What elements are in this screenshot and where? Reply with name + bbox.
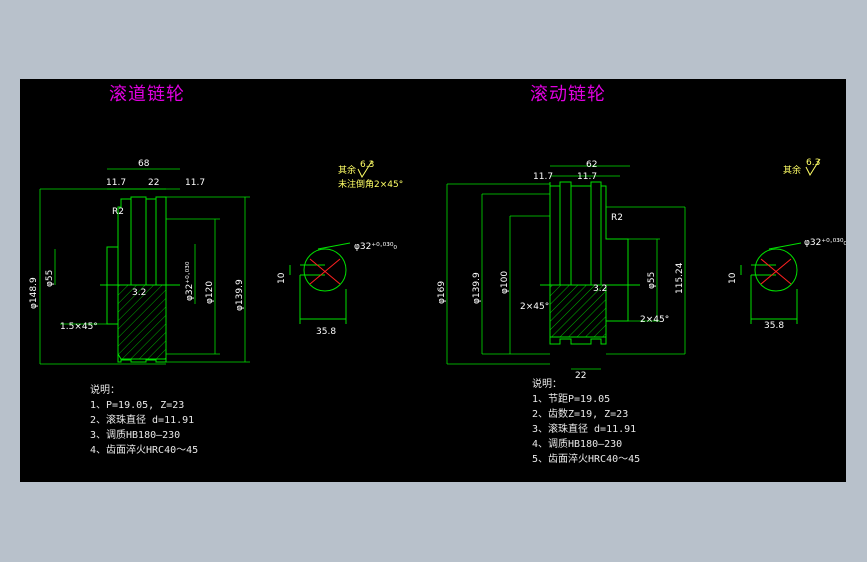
left-dim-hub-l: 11.7 <box>106 178 126 188</box>
left-dim-chamfer: 1.5×45° <box>60 322 98 332</box>
left-finish-value: 6.3 <box>360 160 374 170</box>
left-dim-139: φ139.9 <box>235 279 245 311</box>
right-dim-100: φ100 <box>500 271 510 294</box>
left-dim-hub-r: 11.7 <box>185 178 205 188</box>
left-note-3: 3、调质HB180—230 <box>90 430 181 441</box>
left-finish-note: 其余 <box>338 164 356 176</box>
right-dim-r2: R2 <box>611 213 623 223</box>
left-dim-finish: 3.2 <box>132 288 146 298</box>
right-key-10: 10 <box>728 272 738 284</box>
right-key-bore: φ32⁺⁰·⁰³⁰₀ <box>804 238 846 248</box>
right-title: 滚动链轮 <box>530 84 606 105</box>
left-key-bore: φ32⁺⁰·⁰³⁰₀ <box>354 242 397 252</box>
left-note-4: 4、齿面淬火HRC40～45 <box>90 445 199 456</box>
right-dim-chamfer-l: 2×45° <box>520 302 549 312</box>
right-notes: 说明： 1、节距P=19.05 2、齿数Z=19, Z=23 3、滚珠直径 d=… <box>532 377 640 467</box>
right-dim-bottom: 22 <box>575 371 586 381</box>
left-title: 滚道链轮 <box>109 84 185 105</box>
right-dim-chamfer-r: 2×45° <box>640 315 669 325</box>
cad-drawing: 68 11.7 22 11.7 R2 φ148.9 φ55 φ32⁺⁰·⁰³⁰ … <box>29 158 846 381</box>
right-dim-hub-l: 11.7 <box>533 172 553 182</box>
right-key-35: 35.8 <box>764 321 784 331</box>
left-key-10: 10 <box>277 272 287 284</box>
right-note-5: 5、齿面淬火HRC40～45 <box>532 454 641 465</box>
right-dim-115: 115.24 <box>675 262 685 294</box>
right-note-4: 4、调质HB180—230 <box>532 439 623 450</box>
right-note-3: 3、滚珠直径 d=11.91 <box>532 424 637 435</box>
right-finish-symbol <box>805 158 821 177</box>
left-key-view <box>289 242 351 324</box>
right-note-2: 2、齿数Z=19, Z=23 <box>532 409 629 420</box>
right-dim-tooth-w: 11.7 <box>577 172 597 182</box>
drawing-canvas[interactable]: 68 11.7 22 11.7 R2 φ148.9 φ55 φ32⁺⁰·⁰³⁰ … <box>20 79 846 482</box>
left-dim-width: 68 <box>138 159 150 169</box>
left-dim-tooth-w: 22 <box>148 178 159 188</box>
right-dim-outer: φ169 <box>437 281 447 304</box>
right-sprocket-section <box>540 181 640 345</box>
left-note-1: 1、P=19.05, Z=23 <box>90 400 185 411</box>
left-notes: 说明： 1、P=19.05, Z=23 2、滚珠直径 d=11.91 3、调质H… <box>90 383 198 458</box>
right-finish-note: 其余 <box>783 164 801 176</box>
left-note-2: 2、滚珠直径 d=11.91 <box>90 415 195 426</box>
left-notes-title: 说明： <box>90 385 120 396</box>
left-dim-120: φ120 <box>205 281 215 304</box>
right-finish-value: 6.3 <box>806 158 820 168</box>
left-dim-outer: φ148.9 <box>29 277 39 309</box>
right-notes-title: 说明： <box>532 379 562 390</box>
left-dim-32: φ32⁺⁰·⁰³⁰ <box>185 261 195 301</box>
right-dim-139: φ139.9 <box>472 272 482 304</box>
right-dim-width: 62 <box>586 160 597 170</box>
left-finish-symbol <box>357 160 373 179</box>
left-key-35: 35.8 <box>316 327 336 337</box>
right-note-1: 1、节距P=19.05 <box>532 394 611 405</box>
left-dim-r2: R2 <box>112 207 124 217</box>
left-dimension-lines <box>39 168 250 365</box>
right-dimension-lines <box>446 165 686 370</box>
right-dim-finish: 3.2 <box>593 284 607 294</box>
left-chamfer-note: 未注倒角2×45° <box>338 178 403 190</box>
right-dim-55: φ55 <box>647 272 657 289</box>
left-sprocket-section <box>100 196 180 363</box>
left-dim-55: φ55 <box>45 270 55 287</box>
right-key-view <box>740 242 802 324</box>
